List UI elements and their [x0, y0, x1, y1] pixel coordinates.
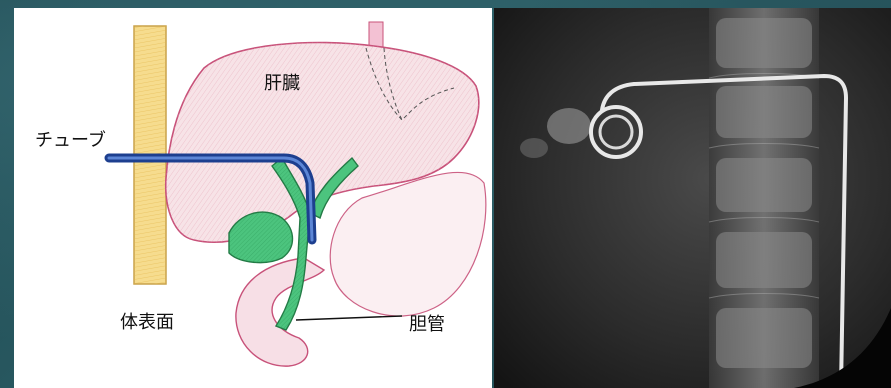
stomach-shape	[330, 172, 486, 316]
top-vessel	[369, 22, 383, 48]
xray-drawing	[494, 8, 891, 388]
bile-duct-label: 胆管	[409, 310, 445, 336]
contrast-blob	[547, 108, 591, 144]
duodenum-shape	[236, 258, 324, 366]
liver-label: 肝臓	[264, 69, 300, 95]
anatomy-illustration: 肝臓 チューブ 体表面 胆管	[14, 8, 492, 388]
bile-duct-pointer-line	[296, 316, 402, 320]
xray-image	[494, 8, 891, 388]
body-surface-label: 体表面	[120, 308, 174, 334]
tube-label: チューブ	[35, 126, 106, 152]
